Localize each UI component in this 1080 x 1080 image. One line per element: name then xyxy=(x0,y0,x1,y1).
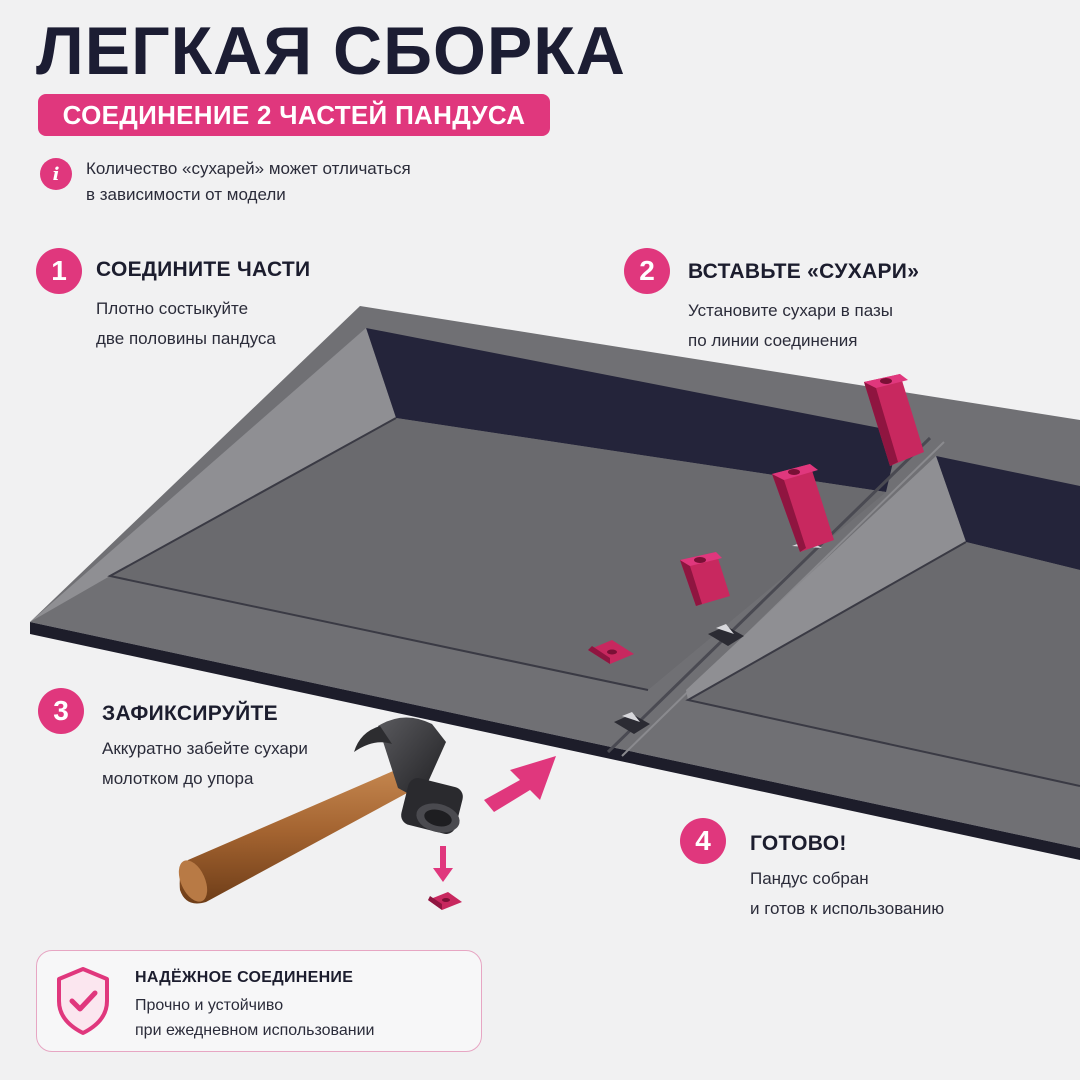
reliable-connection-card: НАДЁЖНОЕ СОЕДИНЕНИЕ Прочно и устойчиво п… xyxy=(36,950,482,1052)
ramp xyxy=(30,306,1080,860)
ramp-plate-edge xyxy=(30,622,1080,860)
wedge-blocks xyxy=(428,374,924,910)
step-2-description: Установите сухари в пазы по линии соедин… xyxy=(688,301,894,350)
wedge-block xyxy=(680,552,730,606)
page-title: ЛЕГКАЯ СБОРКА xyxy=(36,13,626,89)
step-4-title: ГОТОВО! xyxy=(750,832,847,855)
step-2-title: ВСТАВЬТЕ «СУХАРИ» xyxy=(688,260,920,283)
step-4-badge: 4 xyxy=(680,818,726,864)
arrow-up-right-icon xyxy=(484,756,556,812)
wedge-block xyxy=(428,892,462,910)
shield-check-icon xyxy=(57,967,109,1035)
wedge-block xyxy=(864,374,924,466)
wedge-block xyxy=(772,464,834,552)
ramp-left-floor xyxy=(110,418,886,690)
step-3-title: ЗАФИКСИРУЙТЕ xyxy=(102,702,278,725)
ramp-right-floor xyxy=(688,542,1080,786)
arrow-down-icon xyxy=(433,846,453,882)
step-1-title: СОЕДИНИТЕ ЧАСТИ xyxy=(96,258,311,281)
ramp-left-back-wall xyxy=(366,328,900,492)
step-3-description: Аккуратно забейте сухари молотком до упо… xyxy=(102,739,308,788)
ramp-left-slope xyxy=(30,328,396,622)
subtitle-badge: СОЕДИНЕНИЕ 2 ЧАСТЕЙ ПАНДУСА xyxy=(38,94,550,136)
info-icon: i xyxy=(40,158,72,190)
step-2-badge: 2 xyxy=(624,248,670,294)
step-4-description: Пандус собран и готов к использованию xyxy=(750,869,945,918)
step-1-description: Плотно состыкуйте две половины пандуса xyxy=(96,299,276,348)
wedge-block xyxy=(588,640,634,664)
step-1-badge: 1 xyxy=(36,248,82,294)
step-3-badge: 3 xyxy=(38,688,84,734)
ramp-right-back-wall xyxy=(936,456,1080,570)
hammer-icon xyxy=(178,717,463,904)
ramp-seam xyxy=(606,436,932,754)
reliable-title: НАДЁЖНОЕ СОЕДИНЕНИЕ xyxy=(135,969,354,986)
reliable-text: Прочно и устойчиво при ежедневном исполь… xyxy=(135,997,375,1039)
ramp-right-slope xyxy=(686,456,966,700)
info-text: Количество «сухарей» может отличаться в … xyxy=(86,159,411,204)
